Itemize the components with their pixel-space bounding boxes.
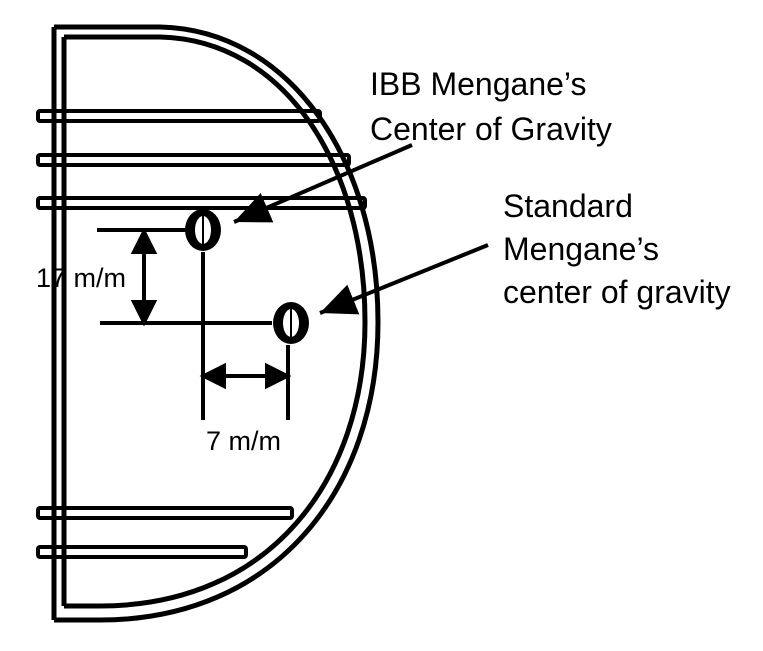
tine-bar-3 [36,196,367,210]
horizontal-dimension-label: 7 m/m [206,426,281,456]
horizontal-arrowhead-right [265,362,292,390]
inner-frame-curve [64,34,368,609]
ibb-callout-line-1: IBB Mengane’s [370,66,586,102]
tine-bar-4 [36,506,294,520]
tine-bars [36,109,367,559]
ibb-center-of-gravity-marker [185,209,221,251]
tine-bar-5 [36,545,248,559]
standard-callout-line-2: Mengane’s [503,231,659,267]
vertical-arrowhead-bottom [130,300,158,327]
standard-callout-line-1: Standard [503,188,633,224]
ibb-callout-line-2: Center of Gravity [370,111,612,147]
tine-bar-2 [36,153,351,167]
tine-bar-1 [36,109,322,123]
vertical-arrowhead-top [130,227,158,254]
ibb-pointer-arrow [233,143,413,224]
dimension-lines [97,228,290,420]
standard-center-of-gravity-marker [273,302,309,344]
callout-arrows [233,143,489,315]
horizontal-arrowhead-left [199,362,226,390]
dimension-arrows [130,227,292,390]
standard-callout-line-3: center of gravity [503,274,731,310]
vertical-dimension-label: 17 m/m [36,263,126,293]
outer-frame-curve [54,24,381,623]
standard-pointer-arrow [319,243,489,315]
lever-outline [51,24,381,623]
